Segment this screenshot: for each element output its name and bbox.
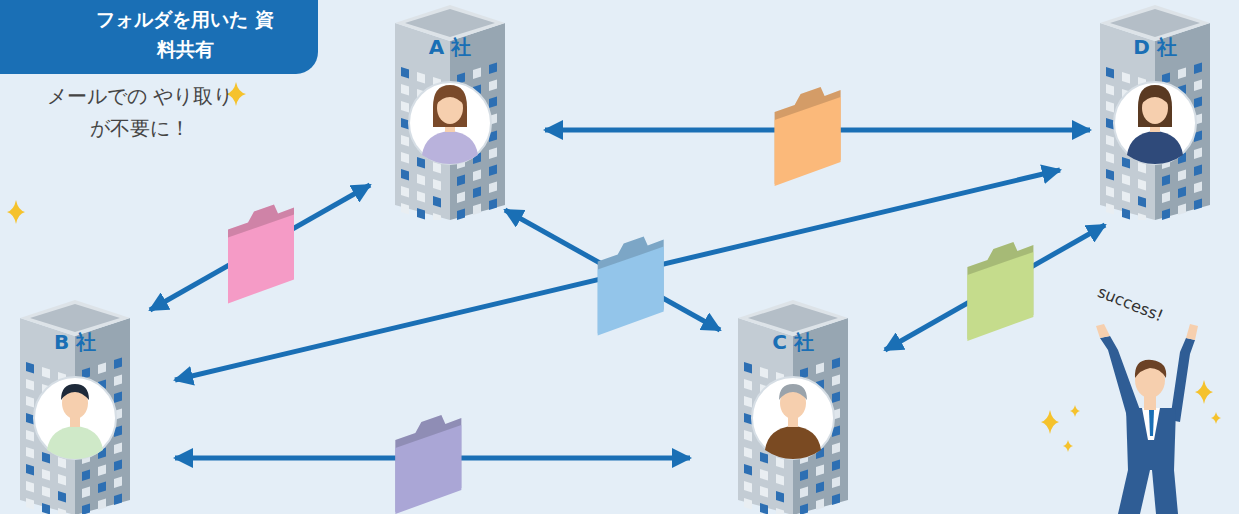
folder-icon bbox=[228, 205, 294, 304]
company-building: A 社 bbox=[395, 5, 505, 220]
folder-icon bbox=[775, 87, 841, 186]
connector-arrow bbox=[175, 170, 1060, 380]
company-name: A 社 bbox=[395, 35, 505, 59]
company-building: B 社 bbox=[20, 300, 130, 514]
note-text: メールでの やり取りが不要に！ bbox=[40, 80, 240, 144]
company-building: C 社 bbox=[738, 300, 848, 514]
folder-icon bbox=[967, 242, 1033, 341]
success-person bbox=[1096, 324, 1198, 514]
connector-arrow bbox=[885, 225, 1105, 350]
company-building: D 社 bbox=[1100, 5, 1210, 220]
title-text: フォルダを用いた 資料共有 bbox=[95, 4, 275, 64]
folder-icon bbox=[395, 415, 461, 514]
company-name: D 社 bbox=[1100, 35, 1210, 59]
company-name: C 社 bbox=[738, 330, 848, 354]
success-text: success! bbox=[1095, 282, 1166, 326]
company-name: B 社 bbox=[20, 330, 130, 354]
connector-arrow bbox=[150, 185, 370, 310]
folder-icon bbox=[598, 237, 664, 336]
